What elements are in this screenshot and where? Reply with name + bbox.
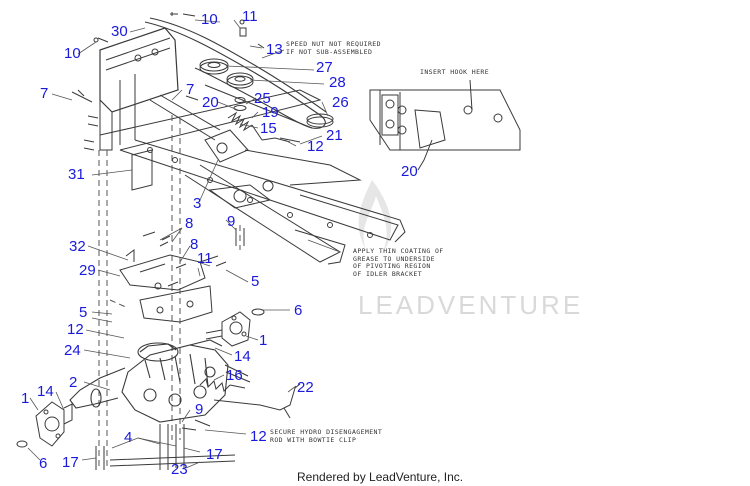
callout-5: 5: [79, 304, 88, 321]
right-axle-hub: [205, 308, 265, 347]
callout-14: 14: [37, 383, 54, 400]
callout-17: 17: [206, 446, 223, 463]
note-hydro-rod: SECURE HYDRO DISENGAGEMENT ROD WITH BOWT…: [270, 428, 383, 444]
disengagement-rod: [194, 383, 301, 427]
callout-11: 11: [197, 250, 213, 267]
callout-26: 26: [332, 94, 349, 111]
leader-lines: [27, 19, 341, 469]
callout-6: 6: [39, 455, 48, 472]
callout-4: 4: [124, 429, 133, 446]
pulleys: [199, 58, 334, 128]
callout-14: 14: [234, 348, 251, 365]
top-hardware: [71, 12, 301, 151]
alignment-lines: [98, 115, 241, 470]
callout-6: 6: [294, 302, 303, 319]
callout-17: 17: [62, 454, 79, 471]
callout-7: 7: [186, 81, 195, 98]
callout-12: 12: [250, 428, 267, 445]
callout-1: 1: [21, 390, 30, 407]
note-grease: APPLY THIN COATING OF GREASE TO UNDERSID…: [353, 247, 444, 278]
callout-11: 11: [242, 8, 258, 25]
callout-25: 25: [254, 90, 271, 107]
callout-24: 24: [64, 342, 81, 359]
note-speed-nut: SPEED NUT NOT REQUIRED IF NOT SUB-ASSEMB…: [286, 40, 381, 56]
callout-21: 21: [326, 127, 343, 144]
callout-13: 13: [266, 41, 283, 58]
callout-27: 27: [316, 59, 333, 76]
idler-spring: [227, 111, 291, 143]
left-axle-hub: [16, 401, 73, 448]
watermark-flame-logo: [358, 180, 392, 254]
callout-30: 30: [111, 23, 128, 40]
callout-20: 20: [202, 94, 219, 111]
callout-7: 7: [40, 85, 49, 102]
callout-22: 22: [297, 379, 314, 396]
callout-3: 3: [193, 195, 202, 212]
callout-23: 23: [171, 461, 188, 478]
transaxle: [69, 339, 251, 423]
note-insert-hook: INSERT HOOK HERE: [420, 68, 490, 76]
callout-10: 10: [201, 11, 218, 28]
callout-15: 15: [260, 120, 277, 137]
callout-5: 5: [251, 273, 260, 290]
callout-28: 28: [329, 74, 346, 91]
bottom-brackets: [95, 424, 236, 470]
drive-belt: [144, 17, 327, 129]
callout-16: 16: [226, 367, 243, 384]
callout-29: 29: [79, 262, 96, 279]
callout-8: 8: [185, 215, 194, 232]
hydro-spring: [199, 378, 246, 392]
callout-31: 31: [68, 166, 85, 183]
callout-9: 9: [227, 213, 236, 230]
callout-20: 20: [401, 163, 418, 180]
idler-bracket: [119, 228, 245, 323]
callout-19: 19: [262, 104, 279, 121]
callout-10: 10: [64, 45, 81, 62]
callout-12: 12: [307, 138, 324, 155]
callout-9: 9: [195, 401, 204, 418]
inset-detail: [369, 79, 521, 171]
footer-credit: Rendered by LeadVenture, Inc.: [297, 470, 464, 484]
callout-32: 32: [69, 238, 86, 255]
callout-1: 1: [259, 332, 268, 349]
callout-8: 8: [190, 236, 199, 253]
watermark-text: LEADVENTURE: [358, 290, 584, 320]
callout-2: 2: [69, 374, 78, 391]
callout-12: 12: [67, 321, 84, 338]
main-frame: [99, 27, 406, 265]
